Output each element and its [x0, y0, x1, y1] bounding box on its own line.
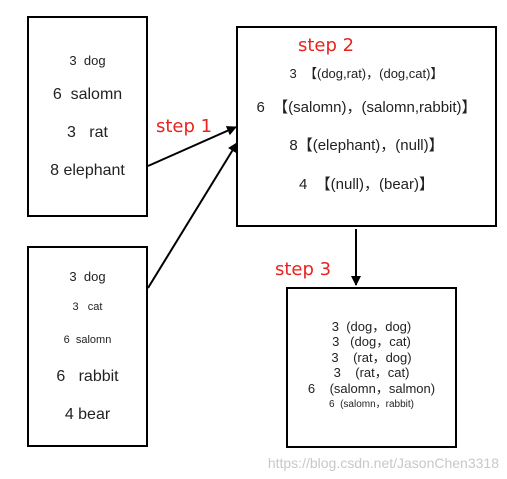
box-a	[27, 16, 148, 217]
box-a-line-4: 8 elephant	[50, 162, 125, 179]
box-step3-line-1: 3 (dog，dog)	[331, 319, 412, 334]
box-b-line-4: 6 rabbit	[56, 368, 119, 385]
box-b-line-3: 6 salomn	[63, 334, 112, 346]
label-step1: step 1	[156, 116, 213, 137]
box-step3-line-5: 6 (salomn，salmon)	[307, 381, 436, 396]
box-b-line-2: 3 cat	[72, 301, 103, 313]
box-step3-line-2: 3 (dog，cat)	[332, 334, 411, 349]
box-step2-line-2: 6 【(salomn)，(salomn,rabbit)】	[256, 99, 477, 116]
box-a-line-2: 6 salomn	[52, 86, 123, 103]
watermark: https://blog.csdn.net/JasonChen3318	[267, 455, 499, 471]
box-step2	[236, 26, 497, 227]
box-step2-line-1: 3 【(dog,rat)，(dog,cat)】	[289, 66, 444, 81]
label-step3: step 3	[275, 259, 332, 280]
box-step3-line-3: 3 (rat，dog)	[331, 350, 412, 365]
box-a-line-3: 3 rat	[67, 124, 108, 141]
box-step3-line-4: 3 (rat，cat)	[333, 365, 410, 380]
arrow-box-a-to-step2	[147, 126, 237, 167]
box-step3-line-6: 6 (salomn，rabbit)	[328, 399, 415, 410]
box-a-line-1: 3 dog	[69, 53, 106, 68]
box-step2-line-4: 4 【(null)，(bear)】	[298, 176, 435, 193]
arrow-box-b-to-step2	[147, 142, 238, 289]
box-b	[27, 246, 148, 447]
box-b-line-1: 3 dog	[69, 269, 106, 284]
box-step2-line-3: 8【(elephant)，(null)】	[289, 137, 444, 154]
box-step3	[286, 287, 457, 448]
box-b-line-5: 4 bear	[64, 406, 111, 423]
label-step2: step 2	[298, 35, 355, 56]
